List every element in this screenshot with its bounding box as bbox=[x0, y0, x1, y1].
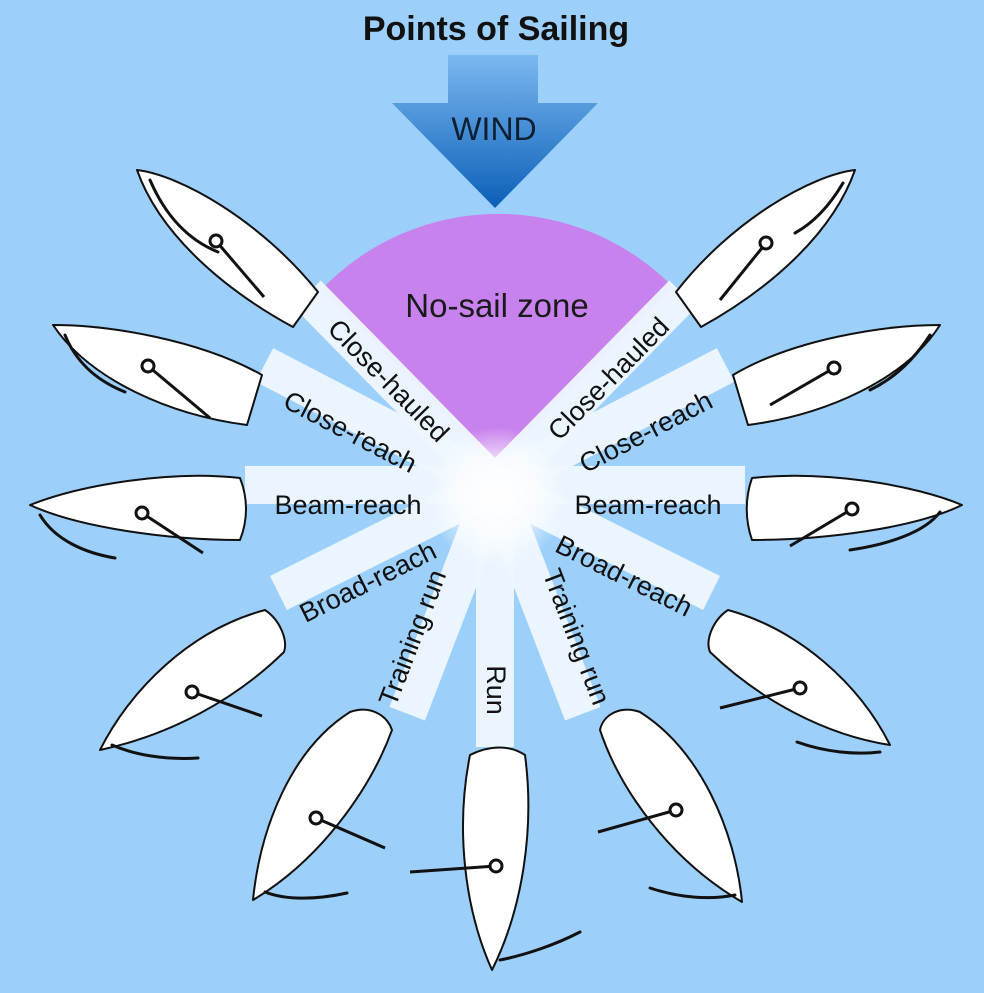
boat-close-hauled-right bbox=[675, 169, 856, 328]
boat-training-run-left bbox=[252, 708, 393, 901]
boat-broad-reach-left bbox=[99, 609, 286, 760]
wind-arrow bbox=[392, 55, 598, 208]
boat-close-hauled-left bbox=[136, 169, 319, 328]
boat-training-run-right bbox=[597, 708, 743, 903]
no-sail-zone bbox=[321, 213, 674, 465]
boat-close-reach-right bbox=[732, 324, 941, 426]
boat-close-reach-left bbox=[52, 324, 263, 426]
wind-label: WIND bbox=[451, 111, 536, 147]
ray-label-beam-reach-right: Beam-reach bbox=[574, 490, 721, 520]
boat-run bbox=[409, 746, 582, 971]
boat-beam-reach-left bbox=[29, 474, 247, 560]
ray-label-run: Run bbox=[481, 665, 511, 715]
boat-beam-reach-right bbox=[745, 474, 963, 552]
diagram-title: Points of Sailing bbox=[363, 10, 629, 48]
ray-label-beam-reach-left: Beam-reach bbox=[274, 490, 421, 520]
boat-broad-reach-right bbox=[707, 609, 891, 755]
no-sail-zone-label: No-sail zone bbox=[405, 287, 588, 324]
center-glow bbox=[427, 427, 567, 567]
